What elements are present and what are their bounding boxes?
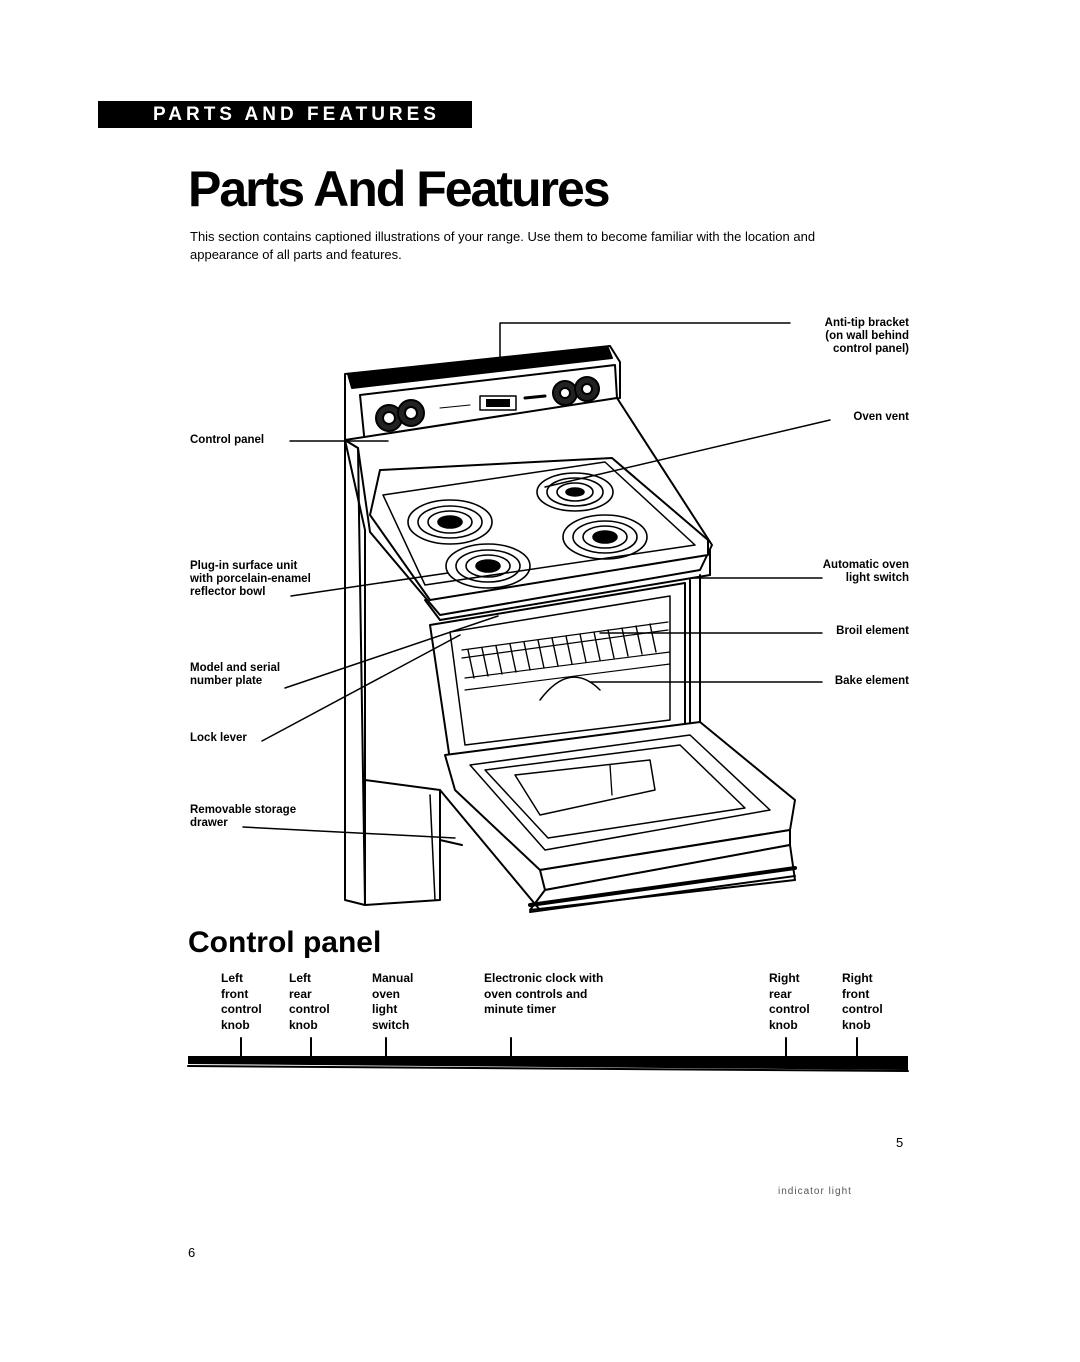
label-electronic-clock: Electronic clock with oven controls and …	[484, 971, 604, 1016]
oven-door	[444, 721, 797, 913]
callout-control-panel: Control panel	[190, 434, 265, 446]
label-right-rear-knob: Right rear control knob	[769, 971, 810, 1032]
callout-anti-tip-bracket: Anti-tip bracket (on wall behind control…	[824, 317, 909, 355]
storage-drawer	[364, 779, 541, 911]
callout-model-serial-plate: Model and serial number plate	[190, 662, 281, 687]
callout-bake-element: Bake element	[834, 675, 909, 687]
range-body	[344, 397, 713, 906]
callout-automatic-light-switch: Automatic oven light switch	[822, 559, 909, 584]
callout-oven-vent: Oven vent	[853, 411, 909, 423]
label-left-front-knob: Left front control knob	[221, 971, 262, 1032]
callout-surface-unit: Plug-in surface unit with porcelain-enam…	[190, 560, 311, 598]
section-header-bar: PARTS AND FEATURES	[98, 101, 472, 128]
leader-lines	[242, 322, 831, 839]
page-number-secondary: 6	[188, 1245, 196, 1260]
label-left-rear-knob: Left rear control knob	[289, 971, 330, 1032]
page-title: Parts And Features	[188, 161, 611, 217]
control-panel-heading: Control panel	[188, 926, 382, 959]
faded-bleed-text: indicator light	[778, 1186, 852, 1197]
control-panel-strip	[187, 1037, 909, 1072]
label-manual-light-switch: Manual oven light switch	[372, 971, 414, 1032]
page-number: 5	[896, 1135, 904, 1150]
callout-lock-lever: Lock lever	[190, 732, 247, 744]
section-header-bar-tip	[462, 101, 472, 128]
label-right-front-knob: Right front control knob	[842, 971, 883, 1032]
callout-broil-element: Broil element	[836, 625, 909, 637]
callout-storage-drawer: Removable storage drawer	[190, 804, 297, 829]
intro-paragraph: This section contains captioned illustra…	[190, 229, 816, 262]
surface-units	[407, 472, 648, 589]
